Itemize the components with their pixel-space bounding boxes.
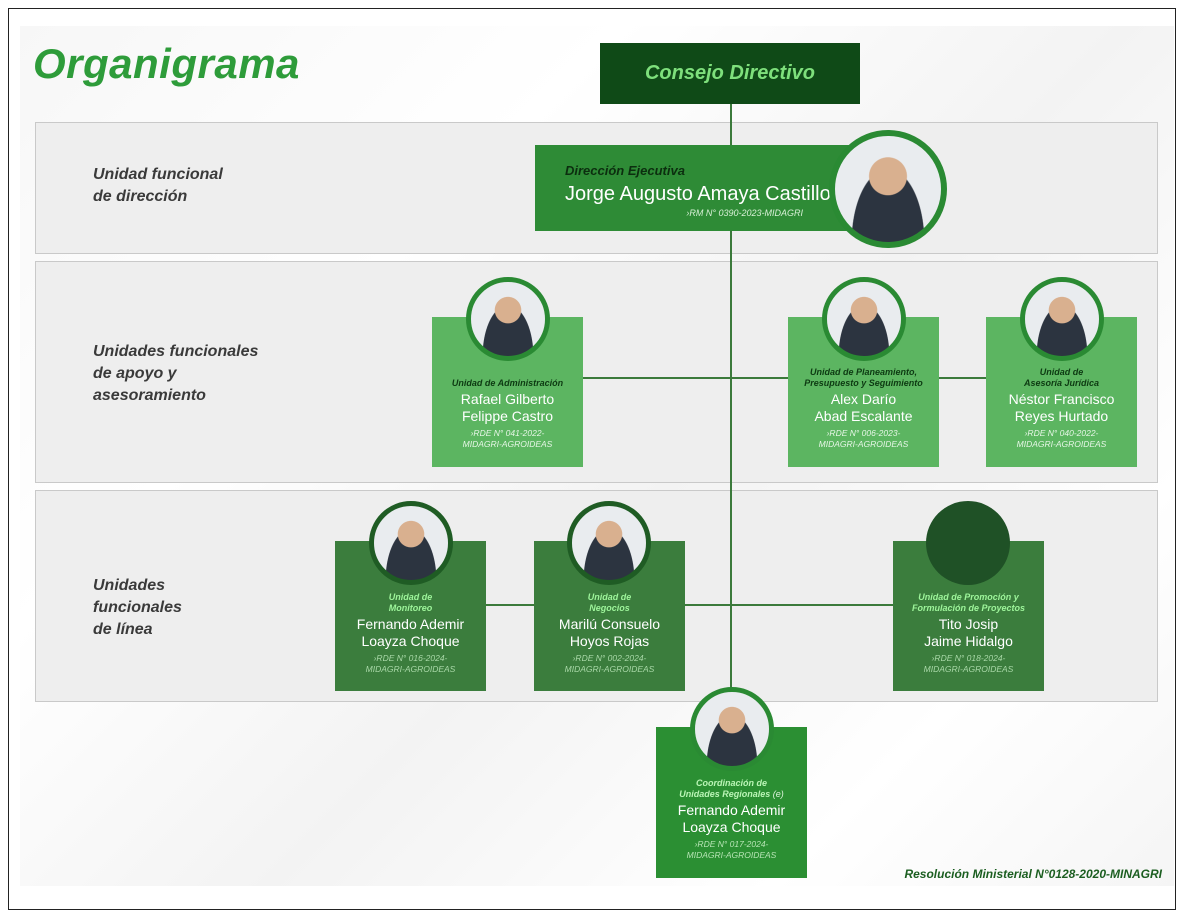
direccion-doc: ›RM N° 0390-2023-MIDAGRI bbox=[686, 208, 803, 218]
planeamiento-doc-1: ›RDE N° 006-2023- bbox=[826, 428, 901, 438]
planeamiento-role-2: Presupuesto y Seguimiento bbox=[804, 378, 923, 388]
admin-photo bbox=[466, 277, 550, 361]
coordinacion-role-2: Unidades Regionales bbox=[679, 789, 771, 799]
negocios-role-1: Unidad de bbox=[587, 592, 632, 602]
juridica-doc-2: MIDAGRI-AGROIDEAS bbox=[1016, 439, 1107, 449]
band-label-direccion: Unidad funcional de dirección bbox=[93, 166, 223, 205]
promocion-role-1: Unidad de Promoción y bbox=[918, 592, 1019, 602]
negocios-card: Unidad de Negocios Marilú Consuelo Hoyos… bbox=[534, 541, 685, 691]
vertical-connector bbox=[730, 104, 732, 729]
admin-card: Unidad de Administración Rafael Gilberto… bbox=[432, 317, 583, 467]
planeamiento-card: Unidad de Planeamiento, Presupuesto y Se… bbox=[788, 317, 939, 467]
negocios-doc-1: ›RDE N° 002-2024- bbox=[572, 653, 647, 663]
planeamiento-name-1: Alex Darío bbox=[830, 391, 897, 407]
planeamiento-role-1: Unidad de Planeamiento, bbox=[809, 367, 918, 377]
coordinacion-doc-1: ›RDE N° 017-2024- bbox=[694, 839, 769, 849]
monitoreo-name-2: Loayza Choque bbox=[361, 633, 460, 649]
planeamiento-name-2: Abad Escalante bbox=[814, 408, 913, 424]
admin-name-2: Felippe Castro bbox=[461, 408, 554, 424]
promocion-doc-1: ›RDE N° 018-2024- bbox=[931, 653, 1006, 663]
promocion-photo-placeholder bbox=[926, 501, 1010, 585]
consejo-directivo-box: Consejo Directivo bbox=[600, 43, 860, 104]
coordinacion-photo bbox=[690, 687, 774, 771]
monitoreo-role-2: Monitoreo bbox=[388, 603, 433, 613]
direccion-role: Dirección Ejecutiva bbox=[565, 163, 685, 178]
negocios-name-1: Marilú Consuelo bbox=[558, 616, 661, 632]
juridica-name-1: Néstor Francisco bbox=[1008, 391, 1115, 407]
apoyo-connector bbox=[583, 377, 988, 379]
page-title: Organigrama bbox=[33, 40, 300, 87]
coordinacion-role-1: Coordinación de bbox=[695, 778, 767, 788]
monitoreo-name-1: Fernando Ademir bbox=[356, 616, 465, 632]
band-label-apoyo: Unidades funcionales de apoyo y asesoram… bbox=[93, 343, 259, 404]
band-apoyo bbox=[35, 261, 1158, 483]
band-label-linea: Unidades funcionales de línea bbox=[93, 577, 182, 638]
juridica-name-2: Reyes Hurtado bbox=[1014, 408, 1109, 424]
admin-role: Unidad de Administración bbox=[451, 378, 564, 388]
monitoreo-photo bbox=[369, 501, 453, 585]
direccion-photo bbox=[829, 130, 947, 248]
monitoreo-role-1: Unidad de bbox=[388, 592, 433, 602]
promocion-role-2: Formulación de Proyectos bbox=[911, 603, 1026, 613]
promocion-name-2: Jaime Hidalgo bbox=[924, 633, 1013, 649]
juridica-role-1: Unidad de bbox=[1039, 367, 1084, 377]
linea-connector bbox=[485, 604, 895, 606]
juridica-photo bbox=[1020, 277, 1104, 361]
coordinacion-name-2: Loayza Choque bbox=[682, 819, 781, 835]
juridica-role-2: Asesoría Jurídica bbox=[1023, 378, 1100, 388]
monitoreo-doc-1: ›RDE N° 016-2024- bbox=[373, 653, 448, 663]
negocios-photo bbox=[567, 501, 651, 585]
coordinacion-name-1: Fernando Ademir bbox=[677, 802, 786, 818]
admin-doc-2: MIDAGRI-AGROIDEAS bbox=[462, 439, 553, 449]
direccion-name: Jorge Augusto Amaya Castillo bbox=[565, 183, 831, 205]
promocion-name-1: Tito Josip bbox=[938, 616, 999, 632]
direccion-ejecutiva-box: Dirección Ejecutiva Jorge Augusto Amaya … bbox=[535, 145, 853, 231]
coordinacion-role-2-wrap: Unidades Regionales (e) bbox=[656, 789, 807, 800]
coordinacion-role-suffix: (e) bbox=[772, 789, 784, 799]
admin-doc-1: ›RDE N° 041-2022- bbox=[470, 428, 545, 438]
admin-name-1: Rafael Gilberto bbox=[460, 391, 555, 407]
negocios-doc-2: MIDAGRI-AGROIDEAS bbox=[564, 664, 655, 674]
footer-resolution: Resolución Ministerial N°0128-2020-MINAG… bbox=[904, 867, 1162, 881]
monitoreo-doc-2: MIDAGRI-AGROIDEAS bbox=[365, 664, 456, 674]
coordinacion-doc-2: MIDAGRI-AGROIDEAS bbox=[686, 850, 777, 860]
negocios-name-2: Hoyos Rojas bbox=[569, 633, 650, 649]
juridica-doc-1: ›RDE N° 040-2022- bbox=[1024, 428, 1099, 438]
promocion-doc-2: MIDAGRI-AGROIDEAS bbox=[923, 664, 1014, 674]
planeamiento-photo bbox=[822, 277, 906, 361]
negocios-role-2: Negocios bbox=[589, 603, 630, 613]
planeamiento-doc-2: MIDAGRI-AGROIDEAS bbox=[818, 439, 909, 449]
